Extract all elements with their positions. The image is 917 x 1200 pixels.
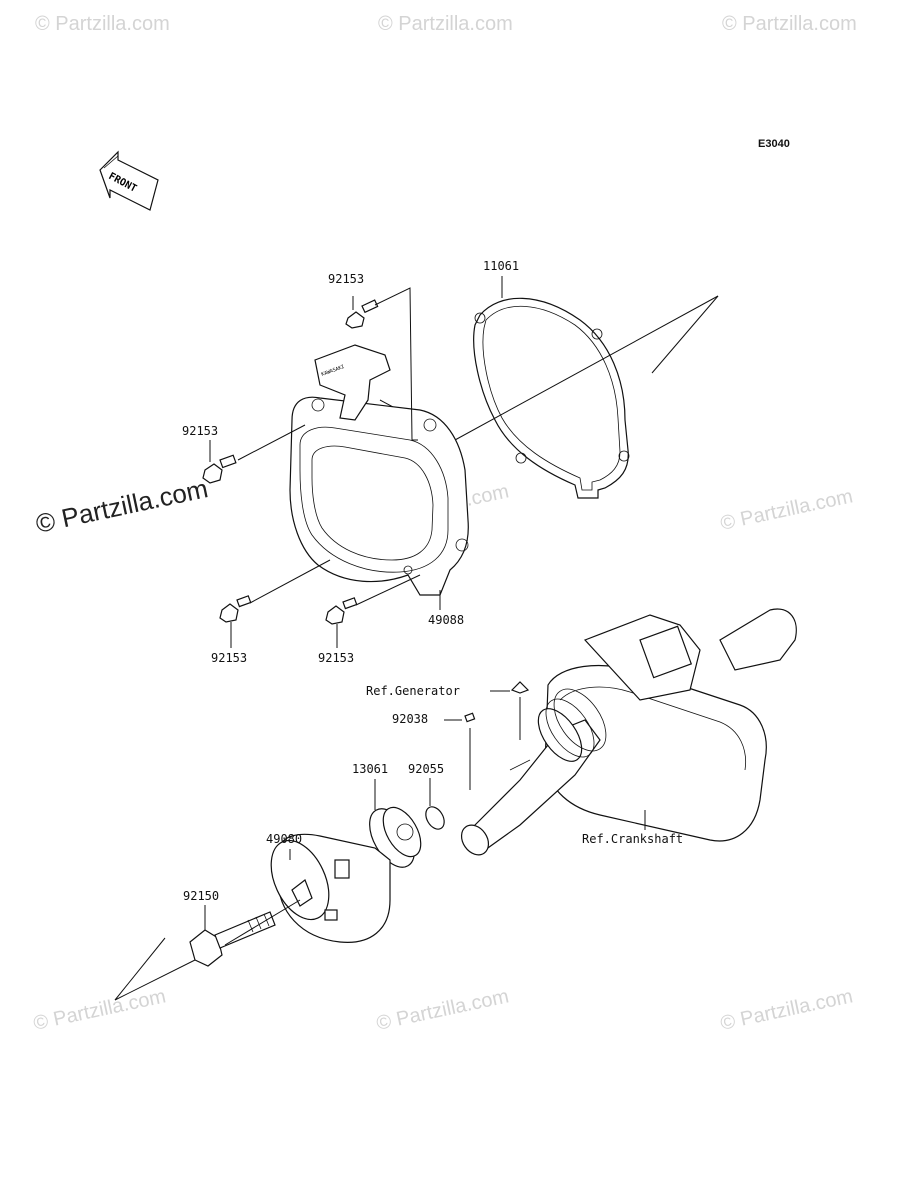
label-92153-bottom-left: 92153: [211, 651, 247, 665]
key-icon: [510, 681, 530, 694]
label-ref-generator: Ref.Generator: [366, 684, 460, 698]
label-92038: 92038: [392, 712, 428, 726]
watermark: © Partzilla.com: [722, 13, 857, 35]
gasket-11061: [473, 297, 630, 499]
label-11061: 11061: [483, 259, 519, 273]
crankshaft: [460, 608, 797, 856]
bolt-92153-bottom-left: [219, 595, 252, 623]
recoil-starter-49088: KAWASAKI: [289, 344, 469, 596]
label-92153-bottom-mid: 92153: [318, 651, 354, 665]
watermark: © Partzilla.com: [35, 13, 170, 35]
label-49088: 49088: [428, 613, 464, 627]
o-ring-92055: [425, 806, 445, 830]
label-92055: 92055: [408, 762, 444, 776]
front-arrow-icon: FRONT: [99, 150, 159, 211]
watermark: © Partzilla.com: [374, 985, 510, 1035]
label-92150: 92150: [183, 889, 219, 903]
label-13061: 13061: [352, 762, 388, 776]
bolt-92153-top: [345, 299, 379, 329]
bolt-92153-left: [202, 454, 237, 484]
watermark-main: © Partzilla.com: [33, 473, 211, 539]
watermark: © Partzilla.com: [31, 985, 167, 1035]
label-49080: 49080: [266, 832, 302, 846]
watermark: © Partzilla.com: [378, 13, 513, 35]
watermark: © Partzilla.com: [718, 485, 854, 535]
bolt-92150: [189, 911, 276, 967]
label-92153-top: 92153: [328, 272, 364, 286]
watermark: © Partzilla.com: [718, 985, 854, 1035]
label-92153-left: 92153: [182, 424, 218, 438]
label-ref-crankshaft: Ref.Crankshaft: [582, 832, 683, 846]
bolt-92153-bottom-mid: [325, 597, 358, 625]
woodruff-key-92038: [464, 712, 476, 723]
diagram-code: E3040: [758, 138, 790, 150]
starter-cup-49080: [270, 833, 391, 943]
